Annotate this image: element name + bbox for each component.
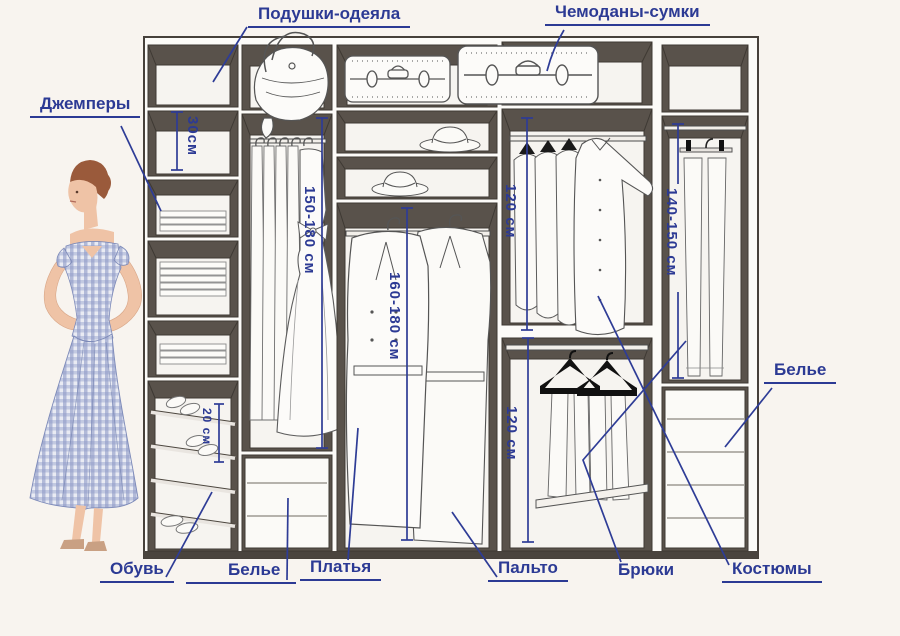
long-trouser-rod — [663, 125, 747, 131]
dim-suits-120: 120 см — [502, 184, 519, 239]
label-pillows-blankets: Подушки-одеяла — [248, 4, 411, 28]
shirt — [573, 137, 654, 336]
trouser-rod — [505, 344, 649, 351]
woman-figure — [29, 160, 142, 551]
woman-shoe-left — [60, 539, 84, 549]
label-linen-right: Белье — [764, 360, 837, 384]
dimension-lines — [171, 111, 684, 543]
woman-sleeve-left — [56, 247, 73, 268]
dim-shelf-30: 30см — [184, 116, 201, 157]
hats — [371, 126, 481, 197]
woman-face — [68, 179, 98, 213]
woman-leg-right — [92, 508, 103, 542]
large-suitcase — [457, 45, 599, 105]
pointer-lines — [120, 26, 773, 581]
trousers-on-hangers — [535, 350, 649, 509]
folded-jumpers — [159, 210, 227, 365]
label-jumpers: Джемперы — [30, 94, 141, 118]
small-suitcase — [344, 55, 451, 103]
dim-shoe-shelf-20: 20 см — [200, 408, 214, 446]
label-linen-bottom: Белье — [186, 560, 297, 584]
dim-dresses-150-180: 150-180 см — [301, 186, 318, 275]
label-suits: Костюмы — [722, 559, 822, 583]
dim-trousers-120: 120 см — [503, 406, 520, 461]
woman-bodice — [63, 241, 122, 342]
hanging-coats — [345, 214, 492, 545]
woman-skirt — [29, 333, 139, 511]
column-long-trousers — [661, 44, 749, 552]
label-suitcases-bags: Чемоданы-сумки — [545, 2, 710, 26]
woman-neck — [84, 205, 98, 230]
label-coats: Пальто — [488, 558, 568, 582]
suit-rod — [509, 135, 647, 142]
woman-leg-left — [72, 505, 86, 541]
dim-long-trousers-140-150: 140-150 см — [663, 188, 680, 277]
hanging-suits — [513, 137, 654, 336]
shoes — [160, 395, 219, 534]
label-trousers: Брюки — [618, 560, 675, 579]
handbag — [253, 31, 329, 139]
clip-hung-trousers — [679, 138, 733, 377]
woman-sleeve-right — [113, 245, 130, 266]
dim-coats-160-180: 160-180 см — [386, 272, 403, 361]
woman-shoe-right — [84, 541, 107, 551]
shoe-shelves — [150, 395, 236, 534]
hanging-dresses — [249, 137, 343, 437]
label-dresses: Платья — [300, 557, 382, 581]
dress-bow — [297, 221, 329, 241]
label-shoes: Обувь — [100, 559, 174, 583]
